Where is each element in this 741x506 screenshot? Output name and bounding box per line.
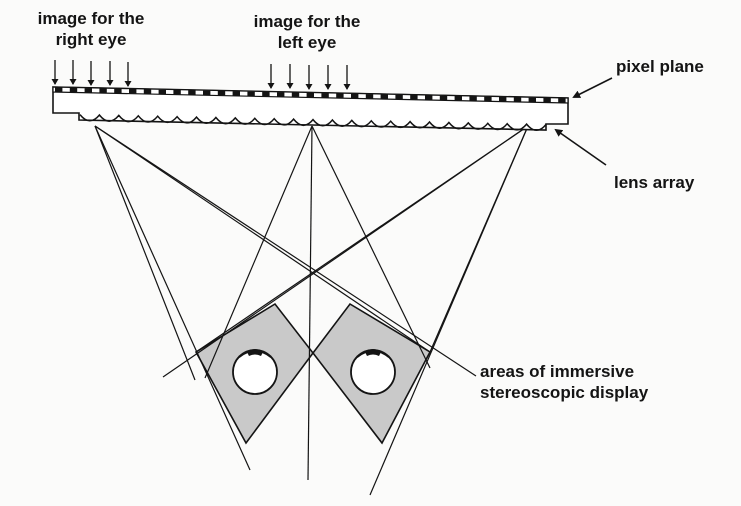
eye-icon: [350, 349, 396, 395]
pixel-cell: [336, 93, 344, 98]
ray: [94, 125, 477, 377]
pixel-cell: [528, 97, 536, 102]
pixel-cell: [55, 87, 63, 92]
pixel-cell: [425, 95, 433, 100]
arrow-icon: [554, 128, 607, 166]
pixel-cell: [395, 94, 403, 100]
pixel-cell: [232, 91, 240, 96]
pixel-cell: [129, 89, 137, 94]
callout-arrows: [554, 77, 613, 166]
lens-array: [79, 113, 547, 132]
pixel-cell: [99, 88, 107, 93]
pixel-cell: [114, 88, 122, 94]
pixel-cell: [439, 95, 448, 101]
pixel-cell: [454, 96, 462, 101]
pixel-cell: [277, 92, 285, 97]
pixel-cell: [484, 96, 492, 101]
ray: [94, 125, 251, 471]
pixel-cell: [217, 90, 226, 96]
arrow-icon: [572, 77, 613, 98]
label-line: image for the: [37, 9, 145, 28]
pixel-cell: [291, 92, 300, 97]
input-arrows: [51, 60, 351, 90]
ray: [307, 125, 313, 481]
immersive-areas-label: areas of immersive stereoscopic display: [480, 361, 648, 403]
label-line: areas of immersive: [480, 362, 635, 381]
ray: [94, 125, 431, 353]
left-eye-image-label: image for the left eye: [232, 11, 382, 53]
pixel-cell: [306, 92, 314, 98]
label-line: image for the: [253, 12, 361, 31]
pixel-cell: [499, 96, 507, 102]
pixel-cell: [84, 88, 92, 93]
pixel-cell: [247, 91, 255, 96]
label-line: stereoscopic display: [480, 383, 649, 402]
pixel-cell: [158, 89, 166, 95]
pixel-cell: [543, 97, 551, 103]
pixel-cell: [173, 90, 181, 95]
pixel-cell: [558, 98, 566, 103]
pixel-cell: [262, 91, 270, 97]
right-eye-image-label: image for the right eye: [16, 8, 166, 50]
pixel-cell: [380, 94, 388, 99]
label-line: right eye: [55, 30, 127, 49]
label-line: left eye: [277, 33, 337, 52]
ray: [94, 125, 196, 381]
pixel-cell: [410, 95, 418, 100]
pixel-cell: [69, 87, 78, 93]
ray: [369, 125, 529, 496]
pixel-cell: [321, 93, 329, 98]
pixel-cells: [55, 87, 566, 103]
lens-array-label: lens array: [614, 173, 695, 192]
eye-icon: [232, 349, 278, 395]
pixel-cell: [188, 90, 196, 95]
pixel-cell: [203, 90, 211, 95]
lens-curves: [79, 113, 547, 132]
pixel-cell: [143, 89, 152, 94]
pixel-cell: [365, 94, 374, 99]
pixel-cell: [513, 97, 522, 102]
ray: [311, 125, 431, 369]
pixel-plane: [52, 86, 569, 104]
ray: [162, 125, 529, 378]
light-rays: [94, 125, 529, 496]
pixel-cell: [469, 96, 477, 101]
pixel-plane-label: pixel plane: [616, 57, 704, 76]
pixel-cell: [351, 93, 359, 99]
